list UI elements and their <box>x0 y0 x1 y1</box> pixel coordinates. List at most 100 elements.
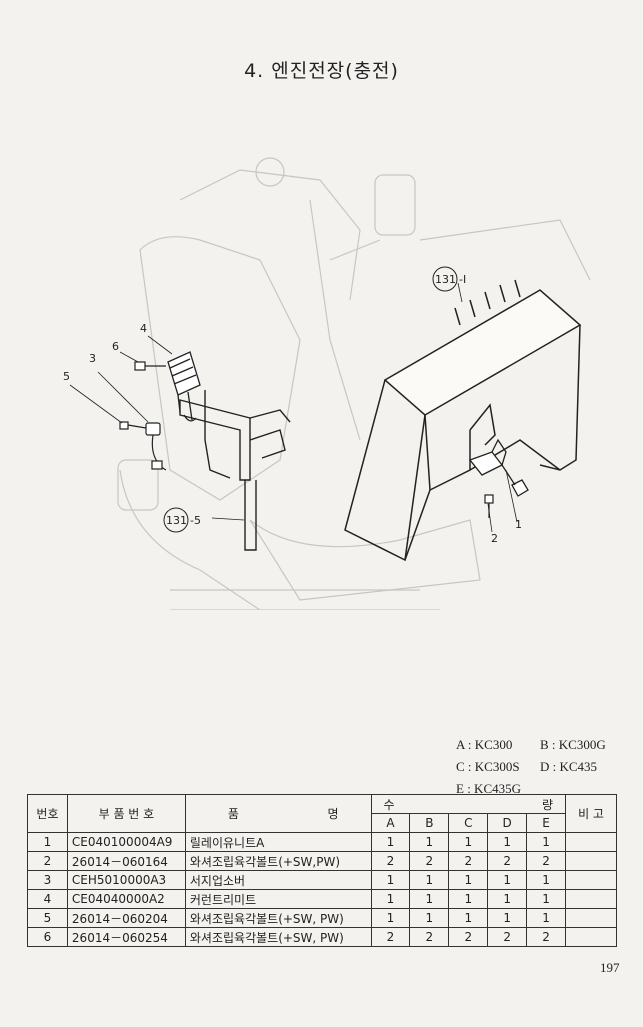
row-remark <box>565 927 617 947</box>
header-col-a: A <box>370 813 411 833</box>
callout-3: 3 <box>89 352 96 365</box>
header-name: 품 명 <box>184 794 372 833</box>
row-qty-b: 1 <box>409 832 450 852</box>
row-part-name: 커런트리미트 <box>184 889 372 909</box>
background-engine-sketch <box>117 157 591 610</box>
row-qty-b: 1 <box>409 889 450 909</box>
row-remark <box>565 889 617 909</box>
callout-4: 4 <box>140 322 147 335</box>
row-qty-b: 2 <box>409 927 450 947</box>
row-qty-d: 1 <box>487 870 528 890</box>
row-no: 6 <box>27 927 68 947</box>
row-part-name: 릴레이유니트A <box>184 832 372 852</box>
header-name-2: 명 <box>327 807 339 821</box>
reference-131-5-suffix: -5 <box>190 514 201 527</box>
row-qty-e: 1 <box>526 889 567 909</box>
header-col-c: C <box>448 813 489 833</box>
row-qty-d: 1 <box>487 832 528 852</box>
row-qty-c: 1 <box>448 889 489 909</box>
row-qty-a: 1 <box>370 870 411 890</box>
header-qty: 수 량 <box>370 794 567 814</box>
row-qty-e: 1 <box>526 870 567 890</box>
row-qty-b: 1 <box>409 870 450 890</box>
header-name-1: 품 <box>227 807 239 821</box>
row-qty-c: 2 <box>448 851 489 871</box>
row-remark <box>565 908 617 928</box>
reference-131-5-number: 131 <box>166 514 187 527</box>
row-part-name: 서지업소버 <box>184 870 372 890</box>
row-remark <box>565 851 617 871</box>
part-4-current-limiter <box>167 351 201 422</box>
header-qty-2: 량 <box>541 797 554 812</box>
row-qty-c: 1 <box>448 832 489 852</box>
row-part-name: 와셔조립육각볼트(+SW,PW) <box>184 851 372 871</box>
model-c-label: C : KC300S <box>456 759 520 774</box>
row-qty-a: 1 <box>370 908 411 928</box>
reference-131-1: 131 -I <box>432 266 466 292</box>
row-qty-d: 1 <box>487 889 528 909</box>
row-qty-e: 1 <box>526 832 567 852</box>
model-e-label: E : KC435G <box>456 781 521 796</box>
reference-131-5: 131 -5 <box>163 507 201 533</box>
page-title: 4. 엔진전장(충전) <box>244 60 399 82</box>
header-no: 번호 <box>27 794 68 833</box>
part-2-bolt <box>484 494 494 518</box>
leader-lines <box>69 282 518 533</box>
model-legend-row-1: A : KC300 B : KC300G <box>456 734 606 756</box>
exploded-parts-diagram: 4 6 3 5 1 2 131 -5 131 -I <box>63 157 591 610</box>
header-qty-1: 수 <box>383 797 395 812</box>
row-qty-d: 2 <box>487 851 528 871</box>
row-no: 3 <box>27 870 68 890</box>
page-number: 197 <box>600 960 620 975</box>
row-part-no: CE04040000A2 <box>66 889 186 909</box>
row-qty-c: 1 <box>448 908 489 928</box>
row-qty-a: 2 <box>370 927 411 947</box>
model-b-label: B : KC300G <box>540 737 606 752</box>
model-a-label: A : KC300 <box>456 737 513 752</box>
header-part-no: 부 품 번 호 <box>66 794 186 833</box>
row-no: 4 <box>27 889 68 909</box>
left-bracket <box>179 390 291 551</box>
row-part-no: 26014－060204 <box>66 908 186 928</box>
row-qty-c: 2 <box>448 927 489 947</box>
row-qty-d: 2 <box>487 927 528 947</box>
row-part-name: 와셔조립육각볼트(+SW, PW) <box>184 927 372 947</box>
part-3-surge-absorber <box>145 422 167 471</box>
row-part-no: 26014－060164 <box>66 851 186 871</box>
callout-1: 1 <box>515 518 522 531</box>
row-remark <box>565 870 617 890</box>
row-part-name: 와셔조립육각볼트(+SW, PW) <box>184 908 372 928</box>
header-col-e: E <box>526 813 567 833</box>
row-qty-a: 1 <box>370 889 411 909</box>
row-no: 2 <box>27 851 68 871</box>
row-qty-d: 1 <box>487 908 528 928</box>
row-qty-b: 2 <box>409 851 450 871</box>
right-cover-panel <box>344 279 582 562</box>
model-legend-row-3: E : KC435G <box>456 778 606 800</box>
row-qty-e: 2 <box>526 927 567 947</box>
row-qty-c: 1 <box>448 870 489 890</box>
row-no: 1 <box>27 832 68 852</box>
row-part-no: CEH5010000A3 <box>66 870 186 890</box>
callout-5: 5 <box>63 370 70 383</box>
callout-2: 2 <box>491 532 498 545</box>
row-qty-a: 1 <box>370 832 411 852</box>
reference-131-1-number: 131 <box>435 273 456 286</box>
model-d-label: D : KC435 <box>540 759 598 774</box>
part-5-bolt <box>119 421 147 430</box>
row-part-no: CE040100004A9 <box>66 832 186 852</box>
row-qty-a: 2 <box>370 851 411 871</box>
header-col-d: D <box>487 813 528 833</box>
part-6-bolt <box>134 361 166 371</box>
part-1-relay-unit <box>468 438 529 497</box>
model-legend-row-2: C : KC300S D : KC435 <box>456 756 606 778</box>
callout-6: 6 <box>112 340 119 353</box>
table-header-row-1: 번호 부 품 번 호 품 명 수 량 비 고 <box>27 794 617 833</box>
